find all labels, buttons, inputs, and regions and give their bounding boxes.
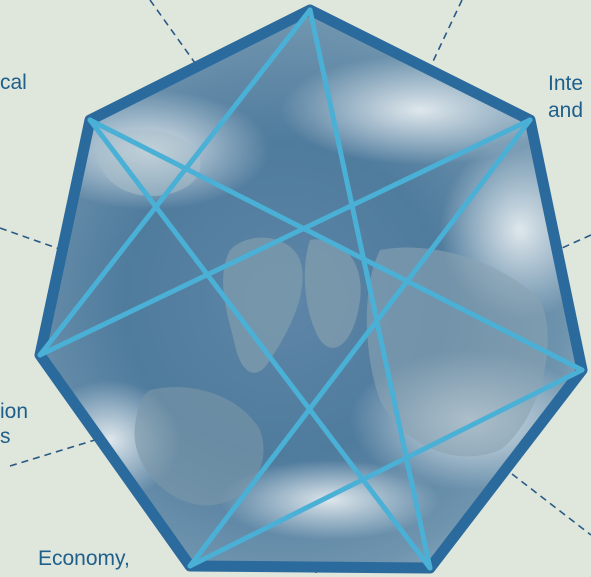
label-top-right-line2: and bbox=[548, 99, 584, 122]
heptagon-frame bbox=[34, 4, 588, 574]
label-top-right-line1: Inte bbox=[548, 72, 584, 95]
label-top-left: cal bbox=[0, 71, 27, 94]
europe-shape bbox=[134, 386, 264, 506]
connector-top-right bbox=[427, 0, 463, 73]
label-bottom-left: Economy, bbox=[38, 547, 130, 570]
scandinavia-shape bbox=[223, 237, 303, 373]
russia-shape bbox=[366, 247, 548, 457]
connector-right bbox=[561, 234, 591, 249]
label-left-mid-line2: s bbox=[0, 425, 11, 448]
connector-left-lower bbox=[9, 435, 109, 467]
finland-shape bbox=[304, 239, 361, 348]
connector-bottom-right bbox=[511, 473, 591, 536]
heptagram-lines bbox=[37, 7, 585, 571]
connector-left bbox=[0, 227, 69, 253]
connector-top-left bbox=[149, 0, 201, 71]
label-left-mid-line1: ion bbox=[0, 400, 29, 423]
